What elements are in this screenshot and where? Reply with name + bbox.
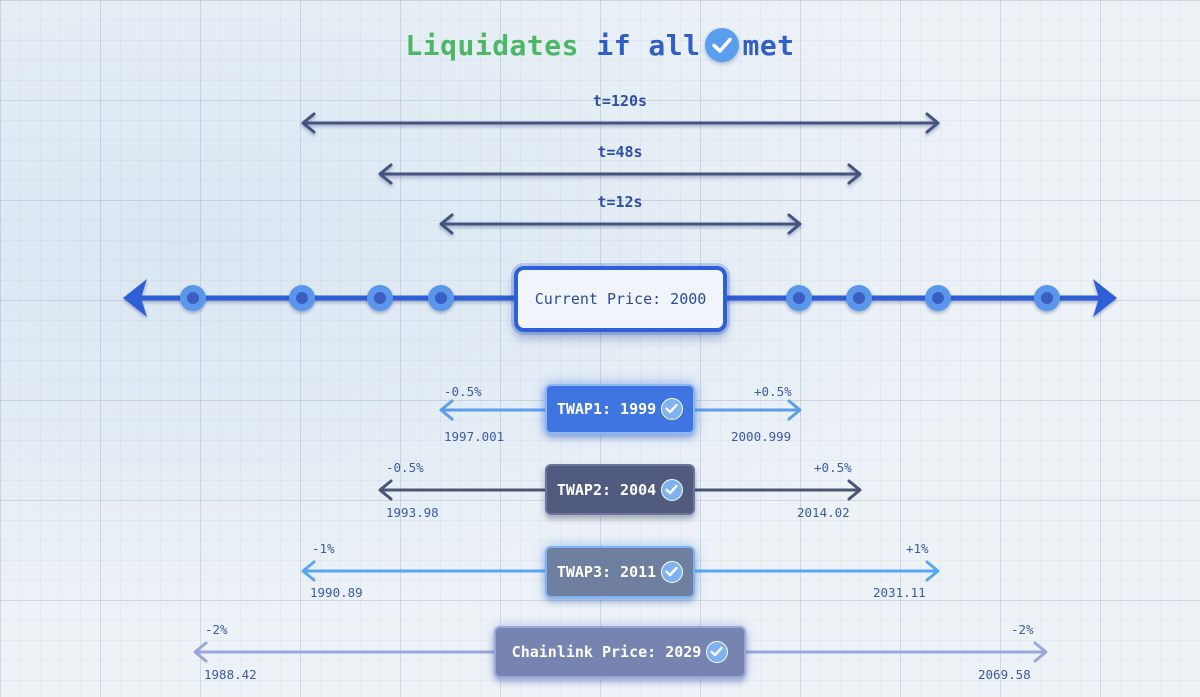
current-price-box: Current Price: 2000 xyxy=(514,266,727,332)
check-circle-icon xyxy=(706,641,729,663)
twap2-label: TWAP2: 2004 xyxy=(556,480,657,499)
twap1-upper-value: 2000.999 xyxy=(731,429,792,444)
price-marker xyxy=(180,285,206,311)
twap3-label: TWAP3: 2011 xyxy=(556,563,657,581)
price-marker xyxy=(1034,285,1060,311)
twap1-upper-pct: +0.5% xyxy=(754,384,792,399)
price-marker xyxy=(289,285,315,311)
title-if-all: if all xyxy=(596,29,701,62)
twap1-label: TWAP1: 1999 xyxy=(556,400,657,418)
title-liquidates: Liquidates xyxy=(405,29,579,62)
time-label-12s: t=12s xyxy=(597,193,643,211)
twap2-lower-value: 1993.98 xyxy=(386,505,439,520)
current-price-label: Current Price: 2000 xyxy=(534,290,707,308)
time-label-48s: t=48s xyxy=(597,143,643,161)
chainlink-lower-pct: -2% xyxy=(205,622,228,637)
chainlink-box: Chainlink Price: 2029 xyxy=(494,626,746,678)
price-marker xyxy=(786,285,812,311)
diagram-title: Liquidates if all met xyxy=(0,28,1200,62)
chainlink-upper-pct: -2% xyxy=(1011,622,1034,637)
check-circle-icon xyxy=(661,561,684,583)
twap3-lower-pct: -1% xyxy=(312,541,335,556)
price-marker xyxy=(925,285,951,311)
time-window-arrow-12s xyxy=(439,213,802,235)
title-met: met xyxy=(742,29,795,62)
time-label-120s: t=120s xyxy=(592,92,648,110)
price-marker xyxy=(846,285,872,311)
twap3-upper-pct: +1% xyxy=(906,541,929,556)
check-circle-icon xyxy=(661,478,684,501)
twap2-upper-value: 2014.02 xyxy=(797,505,850,520)
twap2-box: TWAP2: 2004 xyxy=(545,464,695,515)
check-circle-icon xyxy=(704,28,739,62)
twap2-lower-pct: -0.5% xyxy=(386,460,424,475)
check-circle-icon xyxy=(661,398,684,420)
twap2-upper-pct: +0.5% xyxy=(814,460,852,475)
twap1-lower-value: 1997.001 xyxy=(444,429,505,444)
chainlink-upper-value: 2069.58 xyxy=(978,667,1031,682)
price-marker xyxy=(367,285,393,311)
time-window-arrow-120s xyxy=(301,112,940,134)
chainlink-label: Chainlink Price: 2029 xyxy=(511,643,702,661)
chainlink-lower-value: 1988.42 xyxy=(204,667,257,682)
price-markers xyxy=(180,285,1060,311)
twap3-upper-value: 2031.11 xyxy=(873,585,926,600)
twap1-lower-pct: -0.5% xyxy=(444,384,482,399)
twap3-lower-value: 1990.89 xyxy=(310,585,363,600)
twap3-box: TWAP3: 2011 xyxy=(545,546,695,598)
twap1-box: TWAP1: 1999 xyxy=(545,384,695,434)
price-marker xyxy=(428,285,454,311)
time-window-arrow-48s xyxy=(378,163,862,185)
